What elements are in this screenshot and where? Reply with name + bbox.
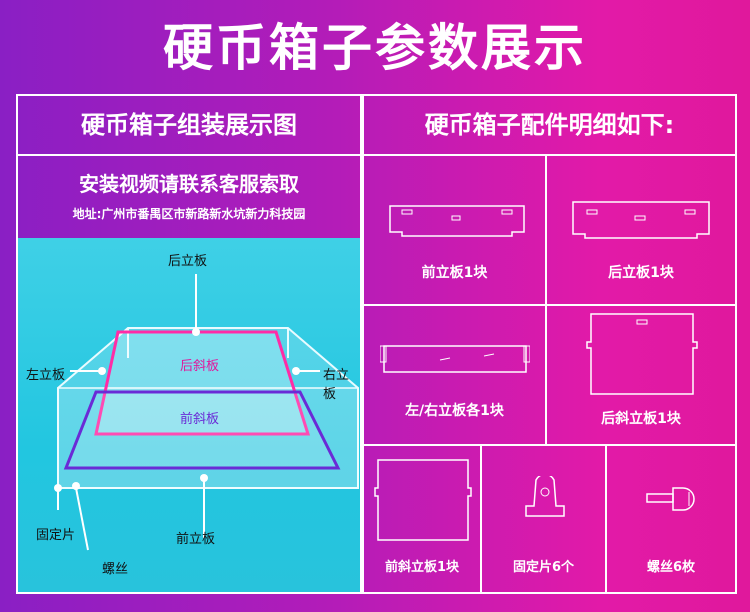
- part-screw: 螺丝6枚: [607, 446, 735, 592]
- label-back-panel: 后立板: [168, 254, 208, 269]
- parts-panel: 硬币箱子配件明细如下: 前立板1块 后立板1块: [362, 94, 737, 594]
- part-front-slant: 前斜立板1块: [364, 446, 482, 592]
- label-front-panel: 前立板: [176, 532, 216, 547]
- part-label: 前立板1块: [421, 265, 488, 281]
- label-rear-slant: 后斜板: [180, 359, 220, 374]
- part-side-panels: 左/右立板各1块: [364, 306, 547, 446]
- part-back-panel: 后立板1块: [547, 154, 735, 306]
- back-panel-drawing: [572, 201, 710, 239]
- page-title: 硬币箱子参数展示: [163, 19, 587, 77]
- contact-text: 安装视频请联系客服索取: [79, 172, 299, 196]
- acrylic-box-illustration: [54, 274, 359, 551]
- assembly-header: 硬币箱子组装展示图: [18, 96, 360, 156]
- address-text: 地址:广州市番禺区市新路新水坑新力科技园: [72, 207, 306, 221]
- front-slant-drawing: [374, 459, 472, 541]
- front-panel-drawing: [389, 205, 525, 237]
- fixing-piece-drawing: [525, 476, 565, 517]
- parts-header: 硬币箱子配件明细如下:: [364, 96, 735, 156]
- label-front-slant: 前斜板: [180, 412, 220, 427]
- assembly-photo: 后立板 左立板 右立板 后斜板 前斜板 固定片 前立板 螺丝: [18, 238, 360, 592]
- part-label: 左/右立板各1块: [405, 403, 504, 419]
- label-right-panel: 右立板: [323, 368, 350, 402]
- label-screw: 螺丝: [102, 562, 129, 577]
- contact-info: 安装视频请联系客服索取 地址:广州市番禺区市新路新水坑新力科技园: [18, 156, 360, 238]
- part-label: 前斜立板1块: [384, 560, 460, 575]
- part-label: 螺丝6枚: [646, 560, 696, 575]
- parts-grid: 前立板1块 后立板1块 左/: [364, 154, 735, 592]
- part-fixing-piece: 固定片6个: [482, 446, 607, 592]
- assembly-panel: 硬币箱子组装展示图 安装视频请联系客服索取 地址:广州市番禺区市新路新水坑新力科…: [16, 94, 362, 594]
- side-panel-drawing: [380, 345, 530, 373]
- label-left-panel: 左立板: [26, 368, 66, 383]
- label-fixing-piece: 固定片: [36, 528, 76, 543]
- rear-slant-drawing: [586, 313, 698, 395]
- part-label: 后立板1块: [608, 265, 674, 281]
- part-rear-slant: 后斜立板1块: [547, 306, 735, 446]
- part-label: 固定片6个: [512, 560, 575, 575]
- screw-drawing: [646, 487, 695, 511]
- part-label: 后斜立板1块: [601, 411, 681, 427]
- part-front-panel: 前立板1块: [364, 154, 547, 306]
